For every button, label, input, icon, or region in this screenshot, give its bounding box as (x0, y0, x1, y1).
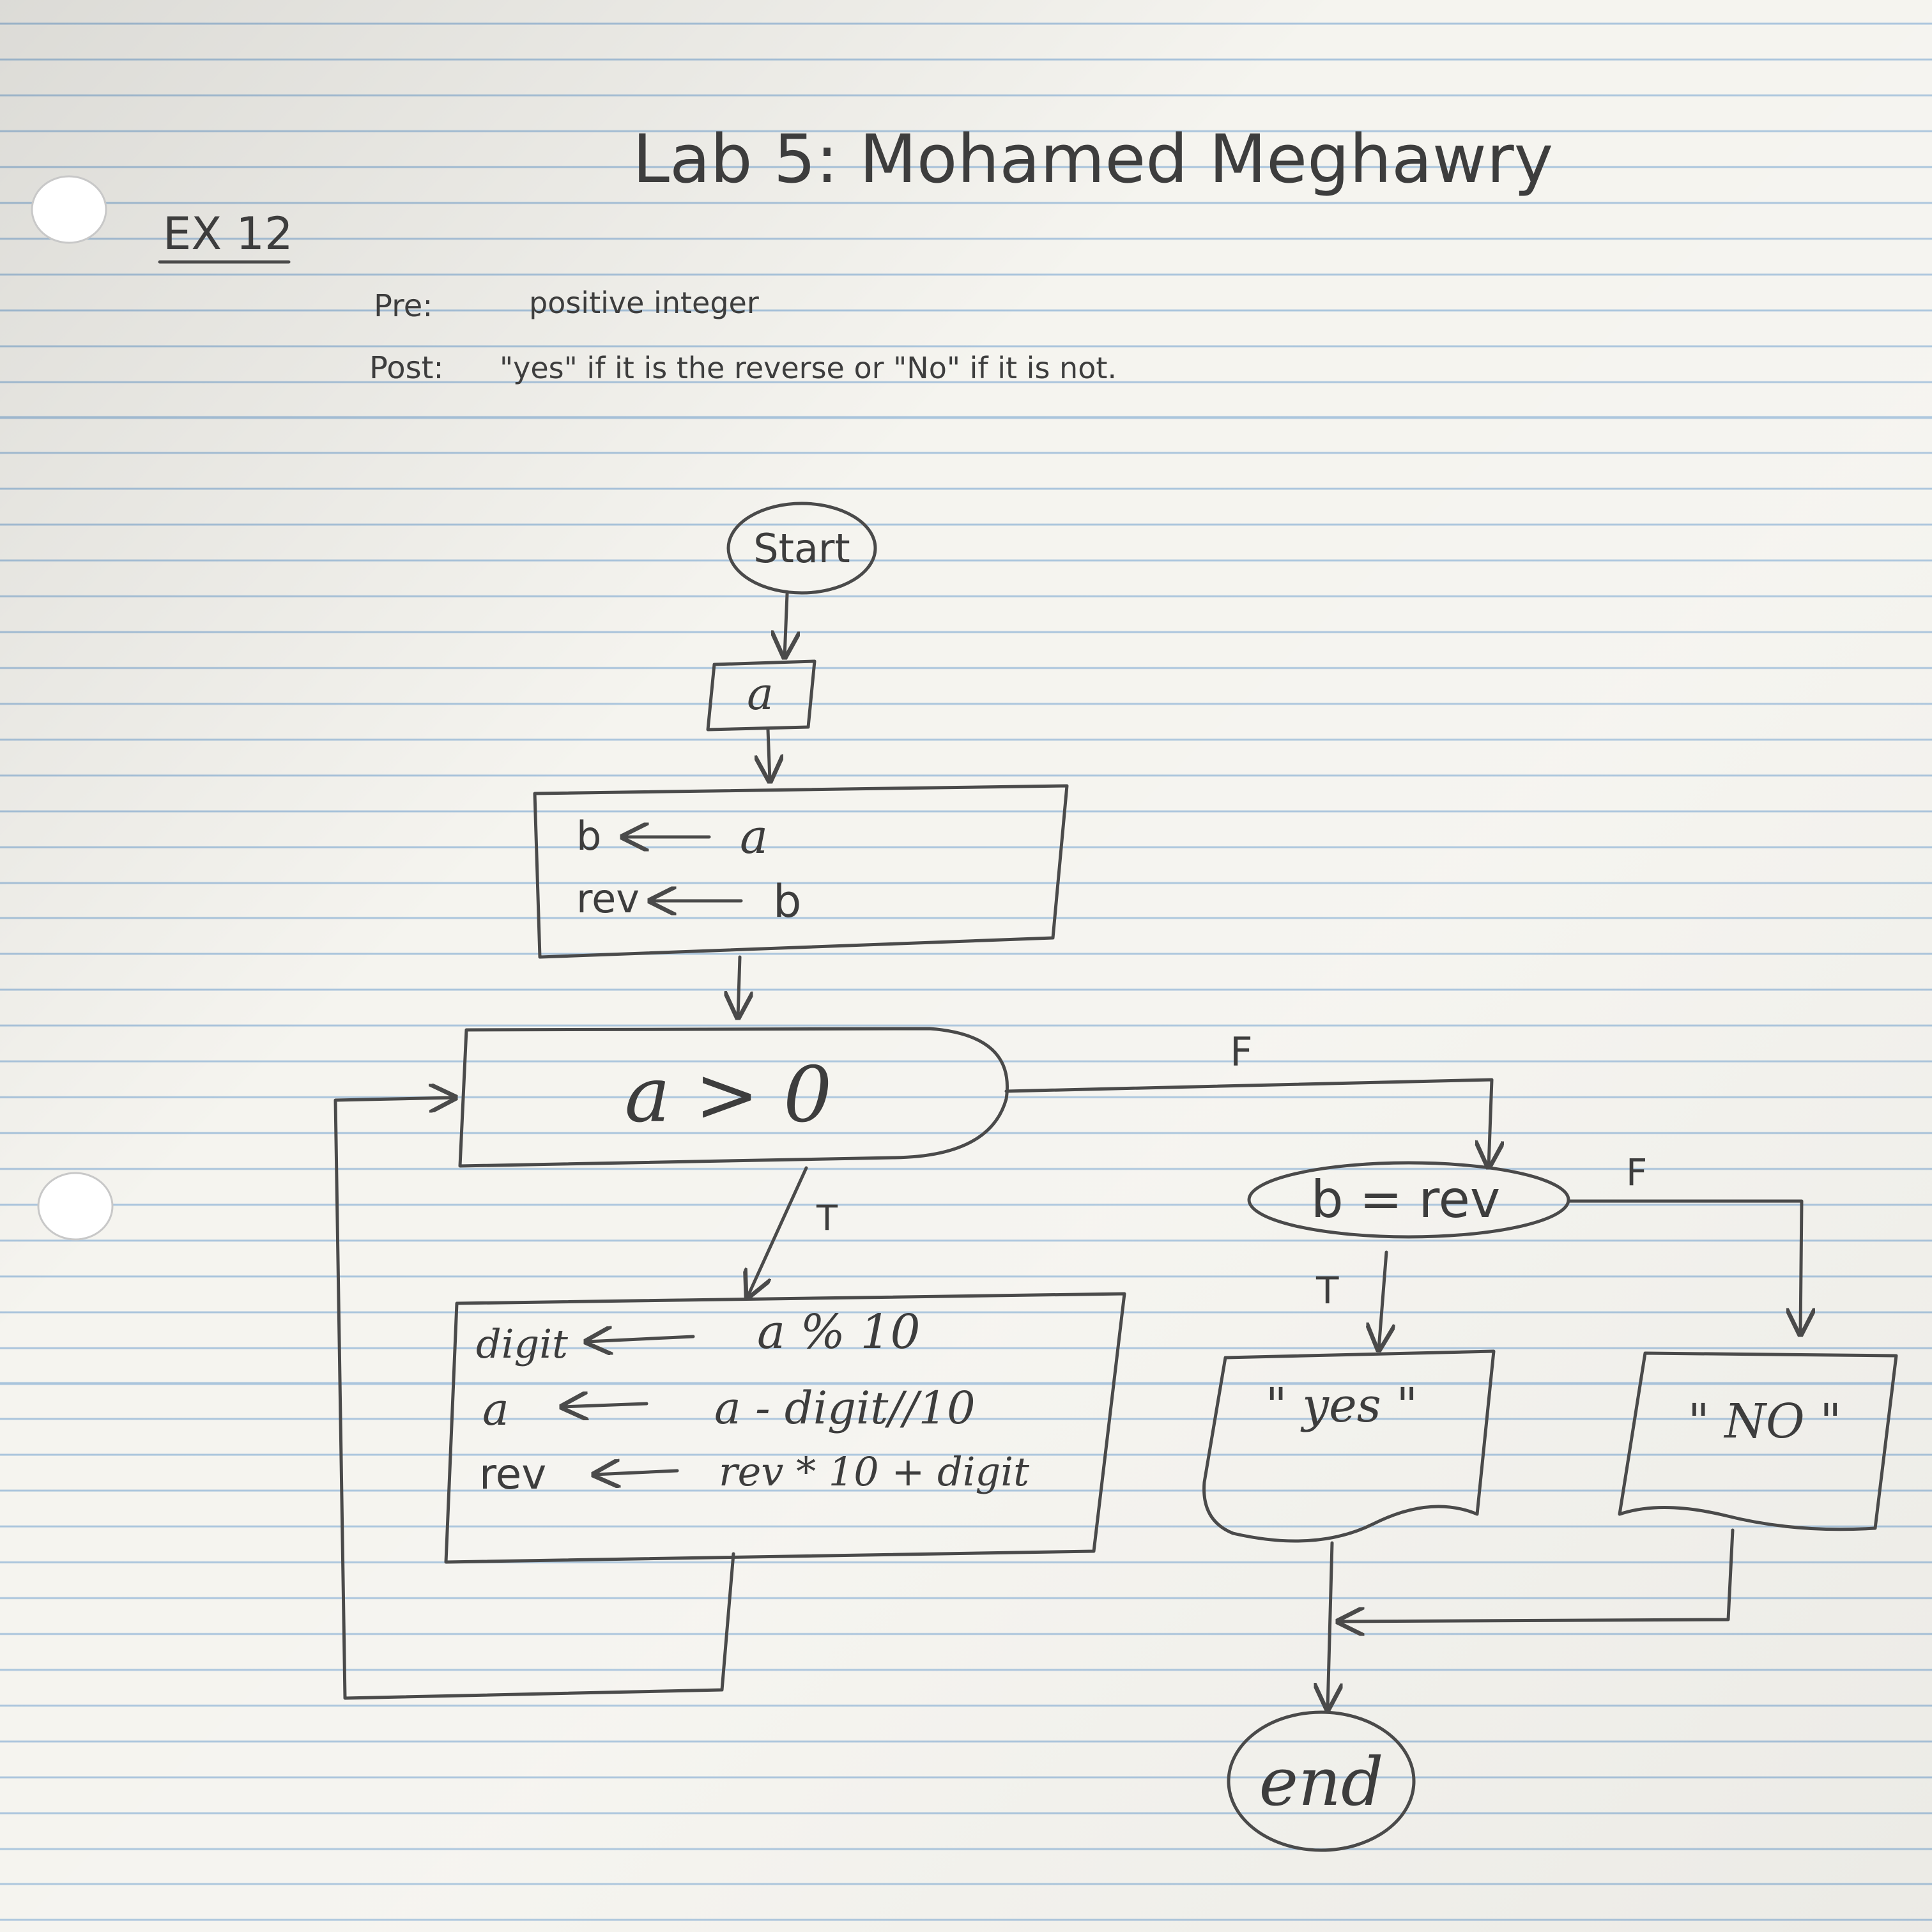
check-condition-text: b = rev (1311, 1170, 1500, 1229)
input-variable: a (747, 668, 774, 720)
body-line1-var: digit (476, 1321, 568, 1367)
exercise-label: EX 12 (163, 208, 293, 260)
body-line3-var: rev (479, 1450, 546, 1499)
arrow-yes-to-end (1328, 1541, 1332, 1709)
output-no-text: " NO " (1688, 1394, 1842, 1449)
start-terminal (726, 502, 877, 595)
post-text: "yes" if it is the reverse or "No" if it… (500, 351, 1117, 385)
body-line2-var: a (482, 1383, 509, 1436)
binder-hole-middle (37, 1172, 114, 1241)
arrow-check-true (1379, 1250, 1386, 1349)
start-label: Start (753, 525, 850, 572)
binder-hole-top (31, 175, 107, 244)
body-line2-assign-arrow (562, 1404, 648, 1407)
loop-body-process-box (444, 1292, 1126, 1564)
binder-holes (31, 175, 114, 1241)
arrow-init-to-loop (738, 955, 740, 1017)
arrow-start-to-input (785, 592, 787, 657)
input-box (706, 659, 816, 732)
loop-true-label: T (816, 1198, 838, 1238)
end-terminal (1227, 1710, 1416, 1852)
arrow-loop-false (1004, 1078, 1492, 1167)
output-yes-box (1202, 1349, 1496, 1543)
body-line3-val: rev * 10 + digit (719, 1448, 1029, 1495)
arrow-loop-back (334, 1098, 735, 1700)
page-title: Lab 5: Mohamed Meghawry (632, 120, 1553, 198)
arrow-input-to-init (768, 728, 770, 781)
arrow-loop-true (747, 1166, 808, 1297)
body-line2-val: a - digit//10 (714, 1382, 976, 1434)
loop-condition-text: a > 0 (625, 1051, 832, 1140)
init-line2-var: rev (576, 875, 640, 922)
init-line2-val: b (773, 875, 801, 928)
init-line1-val: a (740, 809, 768, 864)
body-line1-val: a % 10 (757, 1305, 921, 1360)
check-true-label: T (1315, 1269, 1339, 1312)
body-line1-assign-arrow (586, 1337, 695, 1342)
post-label: Post: (369, 350, 444, 386)
loop-condition-box (458, 1027, 1009, 1168)
pre-text: positive integer (529, 286, 759, 320)
body-line3-assign-arrow (594, 1471, 679, 1475)
output-no-box (1618, 1351, 1898, 1531)
arrow-no-to-merge (1338, 1528, 1735, 1621)
arrow-check-false (1567, 1199, 1802, 1334)
check-false-label: F (1626, 1151, 1647, 1194)
pre-label: Pre: (374, 288, 433, 324)
end-label: end (1259, 1743, 1383, 1821)
output-yes-text: " yes " (1266, 1378, 1418, 1433)
init-process-box (533, 784, 1069, 959)
loop-false-label: F (1230, 1029, 1253, 1075)
init-line1-var: b (576, 813, 601, 859)
